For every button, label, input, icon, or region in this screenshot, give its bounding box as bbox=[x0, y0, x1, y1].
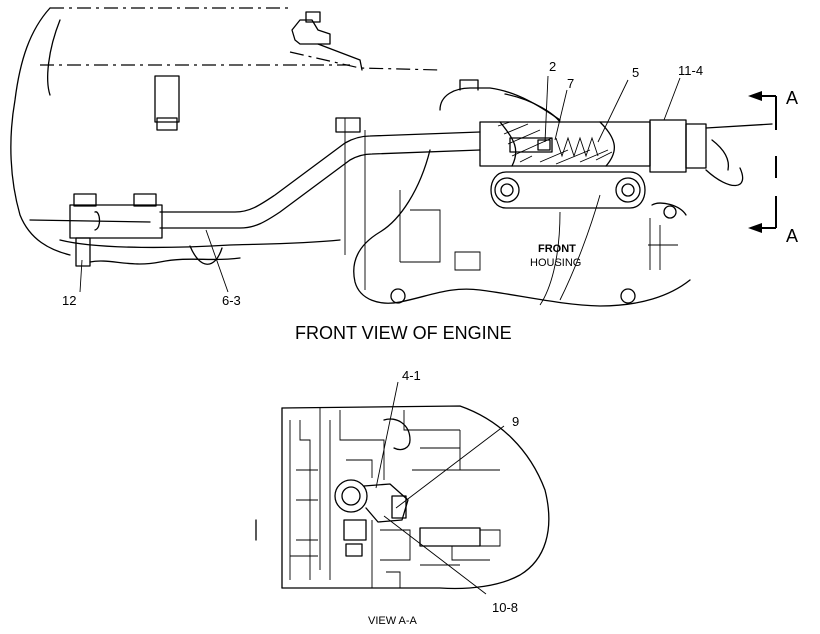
pump-section-hatch bbox=[497, 121, 613, 165]
banjo-body bbox=[363, 483, 409, 523]
lower-block-lines bbox=[371, 520, 411, 588]
linkage-pin-right bbox=[615, 177, 641, 203]
section-arrow-bottom-head bbox=[748, 223, 762, 233]
view-aa-drawing bbox=[255, 381, 550, 595]
clamp-bolt-right bbox=[133, 193, 157, 207]
fuel-line-lower bbox=[159, 149, 481, 229]
section-mark-a-top: A bbox=[786, 88, 798, 108]
leader-4-1 bbox=[375, 381, 399, 489]
engine-post-cap bbox=[156, 117, 178, 131]
top-fitting-nut bbox=[305, 11, 321, 23]
fuel-line-upper bbox=[159, 131, 481, 213]
callout-6-3: 6-3 bbox=[222, 293, 241, 308]
front-housing-outline bbox=[353, 87, 691, 307]
callout-10-8: 10-8 bbox=[492, 600, 518, 615]
leader-12 bbox=[79, 259, 83, 293]
engine-block-upper-edge bbox=[50, 7, 441, 71]
housing-right-detail bbox=[648, 218, 678, 270]
housing-right-boss bbox=[651, 202, 687, 216]
view-aa-title: VIEW A-A bbox=[368, 615, 418, 627]
view-aa-top-boss bbox=[383, 418, 411, 451]
lower-block-2 bbox=[345, 543, 363, 557]
housing-top-curve bbox=[504, 93, 561, 123]
banjo-fitting-outer bbox=[334, 479, 368, 513]
leader-7 bbox=[554, 89, 568, 141]
right-fitting-body bbox=[419, 527, 481, 547]
view-aa-left-structure bbox=[289, 408, 331, 580]
section-arrow-top-head bbox=[748, 91, 762, 101]
section-mark-a-bottom: A bbox=[786, 226, 798, 246]
housing-top-boss bbox=[459, 79, 479, 91]
banjo-fitting-inner bbox=[341, 486, 361, 506]
view-aa-mid-structure bbox=[339, 410, 500, 480]
section-plane-aa bbox=[748, 91, 777, 233]
callout-11-4: 11-4 bbox=[678, 63, 703, 78]
bottom-detail bbox=[386, 564, 460, 588]
linkage-pin-right-inner bbox=[621, 183, 635, 197]
callout-12: 12 bbox=[62, 293, 76, 308]
leader-6-3 bbox=[205, 229, 229, 293]
clamp-stud bbox=[75, 237, 91, 267]
housing-diagonal bbox=[559, 194, 601, 301]
engine-lower-arc bbox=[189, 245, 223, 265]
bleed-screw bbox=[391, 495, 407, 519]
housing-hole-right bbox=[620, 288, 636, 304]
pump-section-left-edge bbox=[499, 121, 517, 167]
housing-hole-left bbox=[390, 288, 406, 304]
right-fitting-detail bbox=[451, 529, 501, 561]
tube-clamp-boss bbox=[335, 117, 361, 133]
leader-2 bbox=[544, 75, 549, 143]
pump-outlet-curve bbox=[711, 139, 730, 171]
linkage-bar bbox=[490, 171, 646, 209]
pump-end-fitting bbox=[649, 119, 687, 173]
pump-spring bbox=[555, 136, 599, 158]
housing-rect-1 bbox=[399, 190, 441, 263]
engine-post bbox=[154, 75, 180, 123]
leader-10-8 bbox=[383, 515, 487, 595]
linkage-pin-left bbox=[494, 177, 520, 203]
callout-2: 2 bbox=[549, 59, 556, 74]
housing-label-front: FRONT bbox=[538, 243, 576, 255]
view-aa-outline bbox=[281, 405, 550, 590]
housing-label-housing: HOUSING bbox=[530, 257, 581, 269]
engine-block-outline bbox=[10, 7, 71, 256]
leader-9 bbox=[395, 425, 505, 509]
leader-11-4 bbox=[663, 77, 681, 121]
housing-bolt-line bbox=[539, 211, 561, 306]
engine-block-inner-curve bbox=[47, 19, 61, 96]
injection-pump bbox=[479, 119, 773, 187]
pump-plunger bbox=[509, 137, 553, 153]
pump-plunger-tip bbox=[537, 139, 551, 151]
top-bracket-edge bbox=[317, 43, 363, 71]
clamp-tube-end bbox=[94, 211, 101, 231]
callout-5: 5 bbox=[632, 65, 639, 80]
callout-9: 9 bbox=[512, 414, 519, 429]
leader-5 bbox=[597, 79, 629, 143]
engine-lower-bank bbox=[29, 219, 341, 249]
front-view-title: FRONT VIEW OF ENGINE bbox=[295, 323, 512, 343]
pump-section-right-edge bbox=[599, 121, 615, 167]
pump-end-nut bbox=[685, 123, 707, 169]
top-fitting bbox=[291, 19, 331, 45]
pump-outlet-line bbox=[705, 123, 773, 187]
callout-7: 7 bbox=[567, 76, 574, 91]
housing-right-hole bbox=[663, 205, 677, 219]
front-view-drawing bbox=[10, 7, 777, 307]
clamp-block bbox=[69, 204, 163, 239]
callout-4-1: 4-1 bbox=[402, 368, 421, 383]
clamp-bolt-left bbox=[73, 193, 97, 207]
housing-rect-2 bbox=[454, 251, 481, 271]
linkage-pin-left-inner bbox=[500, 183, 514, 197]
lower-block-1 bbox=[343, 519, 367, 541]
